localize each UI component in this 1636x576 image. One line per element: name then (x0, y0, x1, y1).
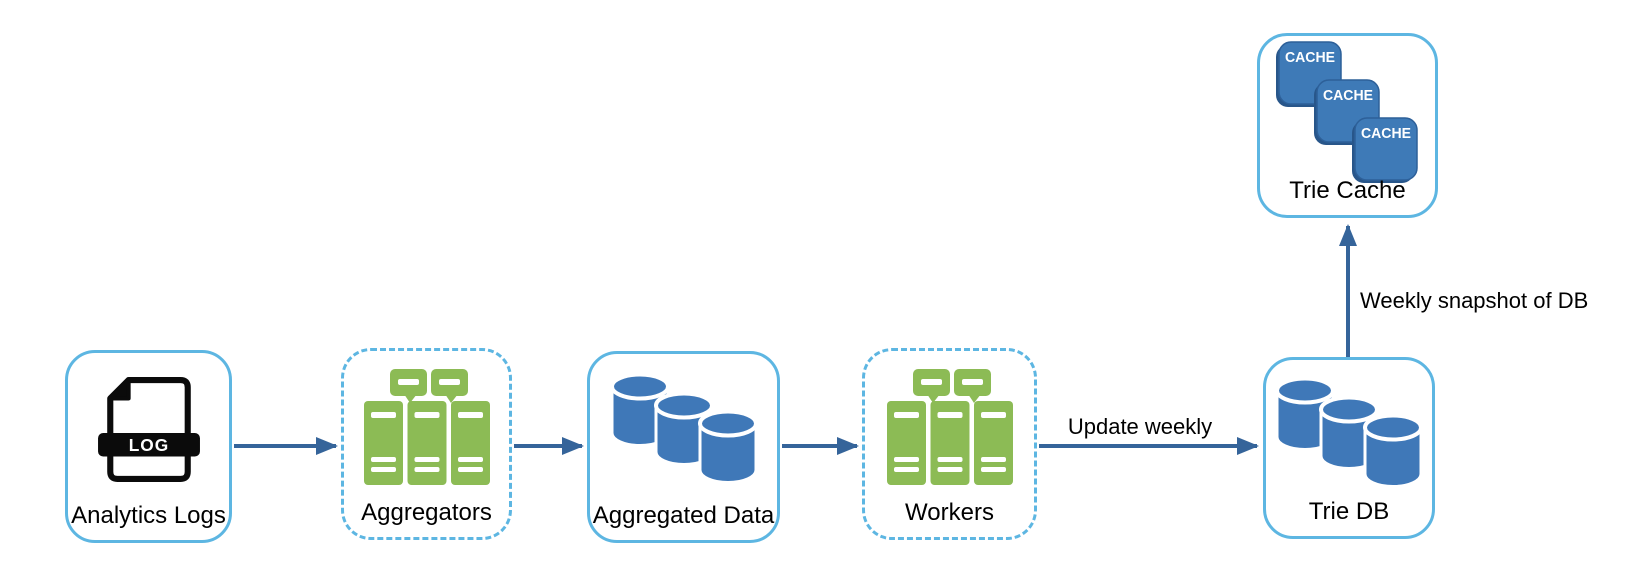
server-cluster-icon (886, 369, 1013, 485)
node-label: Trie Cache (1289, 176, 1406, 204)
node-trie-cache: CACHE CACHE CACHE Trie Cache (1257, 33, 1438, 218)
log-file-icon: LOG (97, 377, 200, 482)
log-icon-text: LOG (128, 435, 169, 455)
node-analytics-logs: LOG Analytics Logs (65, 350, 232, 543)
database-stack-icon (610, 374, 757, 484)
database-stack-icon (1276, 378, 1422, 488)
cache-badge-text: CACHE (1361, 126, 1411, 142)
node-aggregators: Aggregators (341, 348, 512, 540)
node-workers: Workers (862, 348, 1037, 540)
node-trie-db: Trie DB (1263, 357, 1435, 539)
cache-badge-text: CACHE (1285, 50, 1335, 66)
server-cluster-icon (363, 369, 490, 485)
edge-label-update-weekly: Update weekly (1067, 414, 1213, 439)
cache-stack-icon: CACHE CACHE CACHE (1275, 41, 1418, 183)
node-label: Trie DB (1308, 497, 1390, 525)
node-label: Analytics Logs (71, 501, 226, 529)
node-label: Workers (905, 498, 994, 526)
node-aggregated-data: Aggregated Data (587, 351, 780, 543)
node-label: Aggregators (361, 498, 492, 526)
edge-label-weekly-snapshot: Weekly snapshot of DB (1360, 288, 1589, 313)
cache-badge-text: CACHE (1323, 88, 1373, 104)
node-label: Aggregated Data (592, 501, 775, 529)
